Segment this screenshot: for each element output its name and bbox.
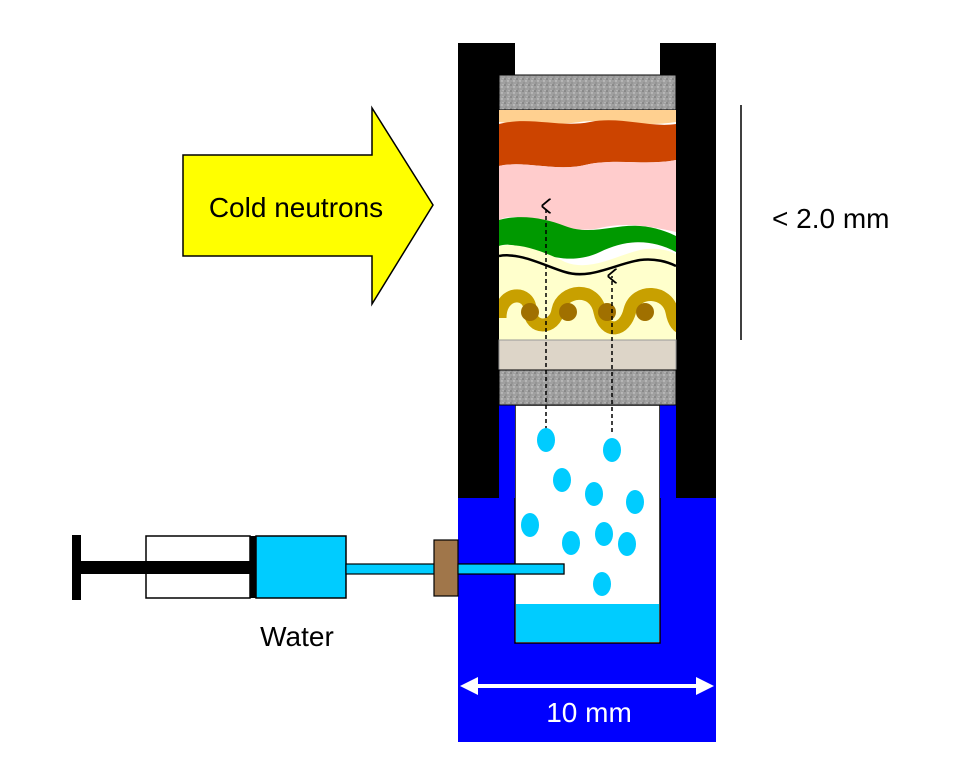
thickness-label: < 2.0 mm: [772, 203, 889, 234]
reservoir-side-left: [499, 405, 515, 498]
neutron-beam-arrow-icon: [182, 105, 434, 307]
membrane: [499, 160, 676, 232]
base-plate: [498, 339, 677, 371]
mesh-fiber: [559, 303, 577, 321]
diffusion-boundary: [499, 254, 676, 276]
width-dimension-arrow: [460, 677, 714, 695]
syringe-label: Water: [260, 621, 334, 652]
cathode-layer: [499, 120, 676, 168]
water-droplet-icon: [521, 428, 644, 596]
top-electrode: [498, 74, 677, 111]
water-syringe-icon: [72, 535, 565, 600]
water-level: [516, 604, 659, 642]
mesh-fiber: [636, 303, 654, 321]
neutron-beam-label: Cold neutrons: [209, 192, 383, 223]
cell-layers: [499, 110, 676, 340]
holder-wall-left: [458, 43, 499, 498]
holder-lip-left: [499, 43, 515, 75]
reservoir-side-right: [660, 405, 676, 498]
mesh-fiber: [521, 303, 539, 321]
width-label: 10 mm: [546, 697, 632, 728]
top-band: [499, 110, 676, 125]
bottom-electrode: [498, 369, 677, 406]
holder-lip-right: [660, 43, 676, 75]
holder-wall-right: [676, 43, 716, 498]
anode-layer: [499, 217, 676, 259]
mesh-fiber: [598, 303, 616, 321]
